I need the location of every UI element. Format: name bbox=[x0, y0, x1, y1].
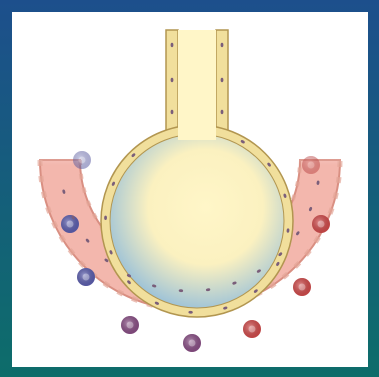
endothelial-nucleus-icon bbox=[171, 78, 174, 82]
endothelial-nucleus-icon bbox=[221, 78, 224, 82]
alveolar-lumen bbox=[110, 134, 284, 308]
endothelial-nucleus-icon bbox=[221, 43, 224, 47]
red-blood-cell-icon bbox=[302, 156, 320, 174]
endothelial-nucleus-icon bbox=[171, 43, 174, 47]
red-blood-cell-icon bbox=[61, 215, 79, 233]
endothelial-nucleus-icon bbox=[221, 110, 224, 114]
duct-sac-junction bbox=[178, 118, 216, 140]
endothelial-nucleus-icon bbox=[171, 110, 174, 114]
red-blood-cell-icon bbox=[293, 278, 311, 296]
red-blood-cell-icon bbox=[77, 268, 95, 286]
red-blood-cell-icon bbox=[312, 215, 330, 233]
red-blood-cell-icon bbox=[183, 334, 201, 352]
red-blood-cell-icon bbox=[121, 316, 139, 334]
red-blood-cell-icon bbox=[73, 151, 91, 169]
red-blood-cell-icon bbox=[243, 320, 261, 338]
